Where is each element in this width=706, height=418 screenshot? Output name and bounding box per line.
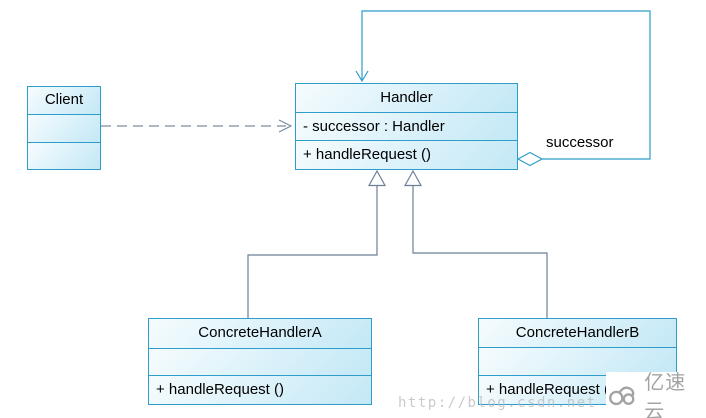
self-association-line [361,10,651,160]
aggregation-diamond-icon [516,151,544,167]
class-attributes [28,114,100,142]
inheritance-triangle-icon [403,169,423,187]
class-title: ConcreteHandlerB [479,319,676,347]
class-box-concrete-handler-b: ConcreteHandlerB + handleRequest () [478,318,677,405]
watermark-text: http://blog.csdn.net [398,395,597,411]
class-method: + handleRequest () [296,140,517,170]
class-box-concrete-handler-a: ConcreteHandlerA + handleRequest () [148,318,372,405]
open-arrowhead-icon [355,70,369,83]
class-methods [28,142,100,169]
generalization-b-line [412,186,548,318]
class-method: + handleRequest () [149,375,371,404]
class-box-client: Client [27,86,101,170]
association-role-label: successor [546,134,614,151]
class-attribute: - successor : Handler [296,111,517,141]
cloud-logo-icon [609,386,635,406]
site-logo: 亿速云 [606,372,706,418]
class-title: Handler [296,84,517,112]
class-attributes [149,347,371,376]
class-title: ConcreteHandlerA [149,319,371,348]
inheritance-triangle-icon [367,169,387,187]
site-logo-text: 亿速云 [644,372,687,418]
class-box-handler: Handler - successor : Handler + handleRe… [295,83,518,170]
open-arrowhead-icon [278,119,293,133]
class-attributes [479,346,676,376]
class-title: Client [28,87,100,114]
generalization-a-line [247,186,378,318]
